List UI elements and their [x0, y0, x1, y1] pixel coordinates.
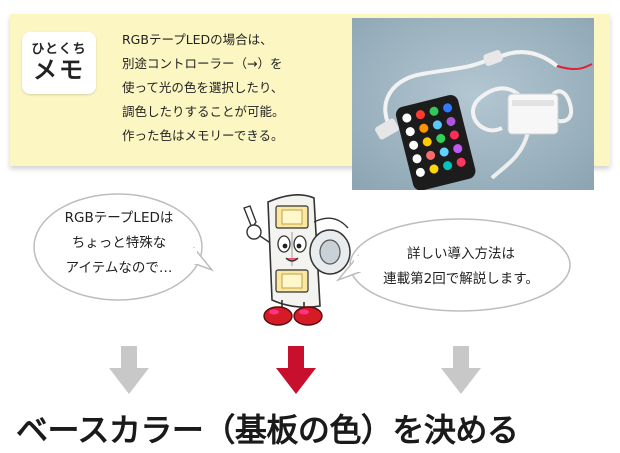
bubble-right-text: 詳しい導入方法は 連載第2回で解説します。	[356, 228, 566, 308]
arrow-down-icon	[109, 346, 149, 394]
bubble-left-line: RGBテープLEDは	[64, 210, 174, 226]
section-headline: ベースカラー（基板の色）を決める	[16, 411, 519, 449]
bubble-right-line: 連載第2回で解説します。	[383, 271, 539, 287]
arrow-down-icon	[276, 346, 316, 394]
arrow-down-gray-left	[109, 346, 149, 394]
memo-line: 別途コントローラー（→）を	[122, 56, 283, 71]
bubble-right-line: 詳しい導入方法は	[407, 246, 515, 262]
memo-line: 使って光の色を選択したり、	[122, 80, 284, 95]
bubble-left-line: ちょっと特殊な	[71, 235, 167, 251]
speech-bubble-right	[336, 218, 571, 312]
memo-line: 作った色はメモリーできる。	[122, 128, 284, 143]
arrow-down-icon	[441, 346, 481, 394]
bubble-left-line: アイテムなので…	[65, 260, 173, 276]
memo-line: 調色したりすることが可能。	[122, 104, 285, 119]
led-tape-mascot	[243, 194, 351, 326]
memo-badge: ひとくち メモ	[22, 32, 96, 94]
memo-text: RGBテープLEDの場合は、 別途コントローラー（→）を 使って光の色を選択した…	[122, 28, 342, 148]
speech-bubble-left	[33, 193, 214, 301]
memo-badge-title: メモ	[33, 56, 85, 84]
bubble-left-text: RGBテープLEDは ちょっと特殊な アイテムなので…	[40, 200, 198, 296]
arrow-down-red-center	[276, 346, 316, 394]
memo-line: RGBテープLEDの場合は、	[122, 32, 273, 47]
controller-photo	[352, 18, 594, 190]
arrow-down-gray-right	[441, 346, 481, 394]
memo-badge-small: ひとくち	[31, 42, 87, 57]
